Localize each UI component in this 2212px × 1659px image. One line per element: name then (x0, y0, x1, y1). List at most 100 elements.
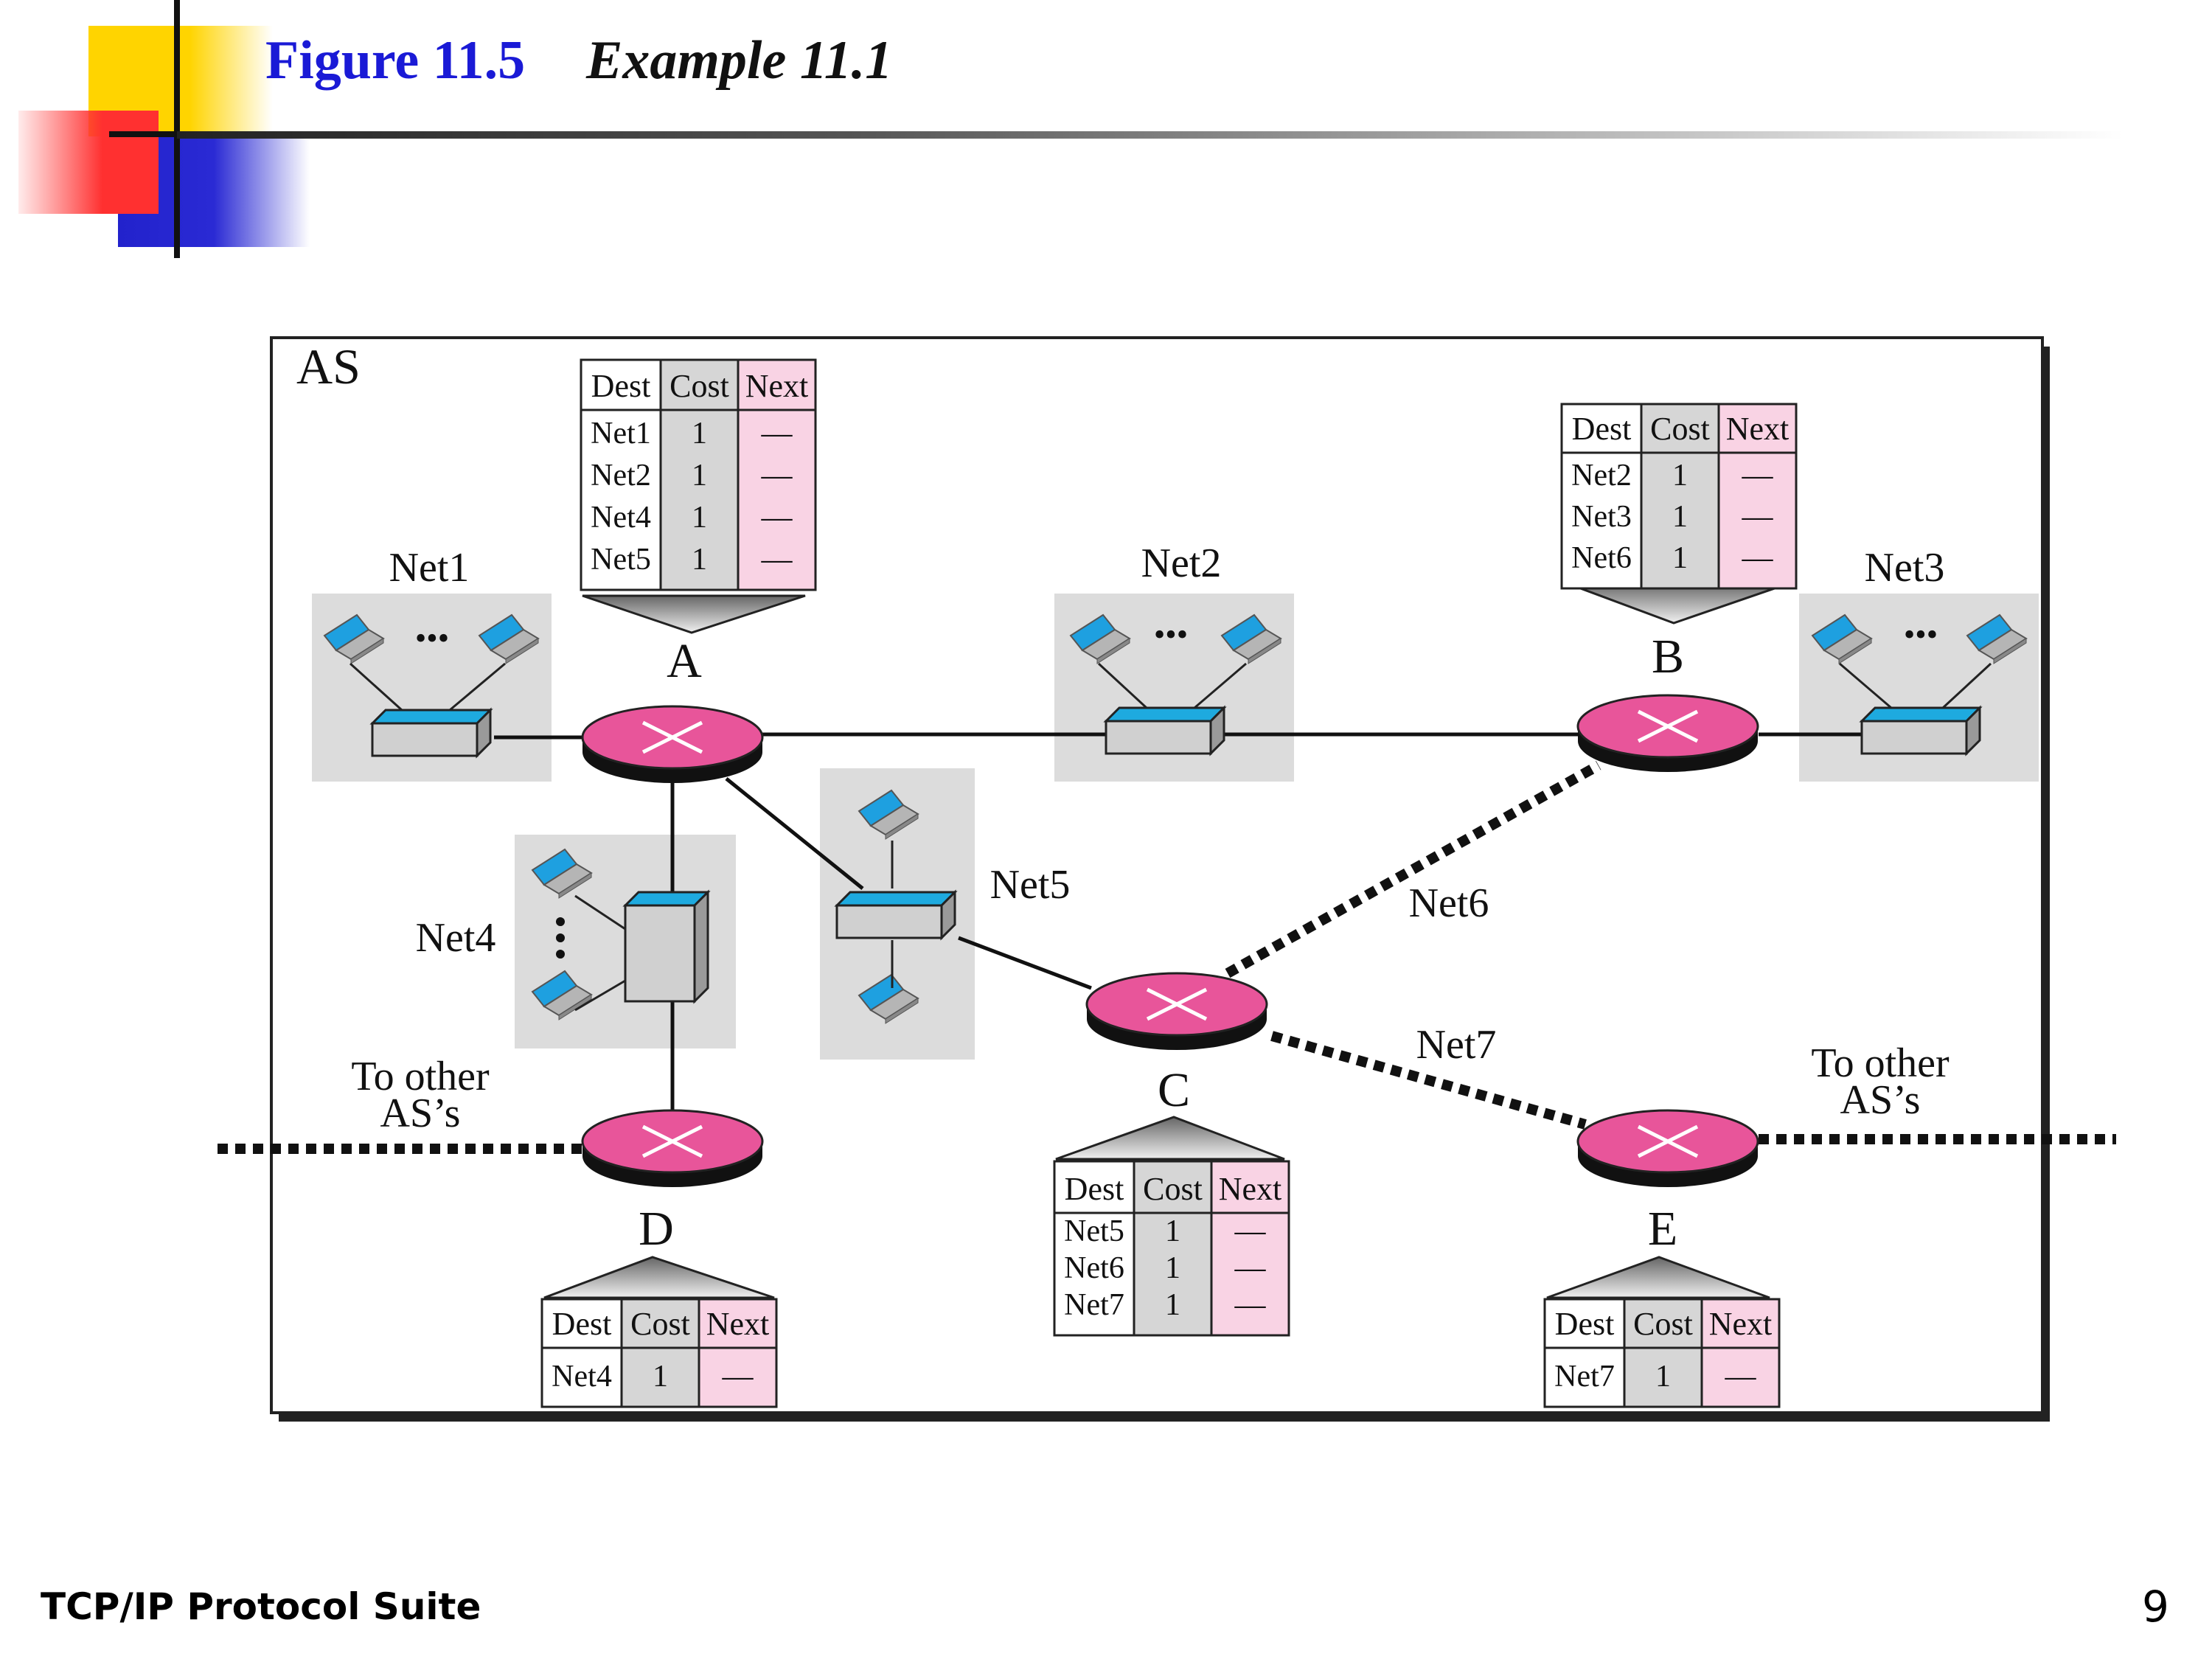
table-a-cell-cost: 1 (692, 417, 707, 451)
net3-switch (1860, 706, 1981, 755)
net5-label: Net5 (990, 862, 1071, 908)
page-number: 9 (2142, 1582, 2169, 1632)
table-a-cell-dest: Net4 (591, 501, 651, 535)
table-c-cell-next: — (1234, 1288, 1267, 1322)
net6-link (1225, 760, 1601, 978)
net1-label: Net1 (389, 545, 470, 591)
table-b-cell-cost: 1 (1672, 500, 1688, 534)
table-c-cell-dest: Net7 (1064, 1288, 1124, 1322)
router-d (582, 1110, 762, 1187)
table-d-cell-cost: 1 (653, 1360, 668, 1394)
net5-switch (835, 891, 956, 939)
table-b-cell-next: — (1742, 541, 1774, 575)
net1-switch (371, 709, 492, 757)
link-net5-c (958, 936, 1092, 990)
table-b-header-next: Next (1726, 411, 1790, 447)
net7-link (1270, 1031, 1587, 1130)
external-label-right-line1: To other (1811, 1040, 1950, 1086)
table-b-cell-next: — (1742, 459, 1774, 493)
table-b-cell-dest: Net2 (1571, 459, 1632, 493)
net4-label: Net4 (416, 915, 496, 961)
routing-table-e: Dest Cost NextNet7 1 — (1543, 1298, 1781, 1408)
table-d-cell-dest: Net4 (552, 1360, 612, 1394)
net7-label: Net7 (1416, 1022, 1497, 1068)
table-a-cell-cost: 1 (692, 501, 707, 535)
net4-switch (622, 889, 711, 1004)
figure-label: Figure 11.5 (265, 30, 526, 91)
external-label-left-line1: To other (351, 1054, 490, 1099)
table-a-pointer (582, 594, 806, 634)
net1-ellipsis: ••• (415, 620, 449, 656)
table-e-header-next: Next (1709, 1306, 1773, 1342)
router-a-label: A (667, 634, 702, 688)
table-a-cell-next: — (761, 417, 793, 451)
external-label-left-line2: AS’s (380, 1091, 461, 1136)
table-c-cell-cost: 1 (1165, 1251, 1180, 1285)
routing-table-c: Dest Cost NextNet5 1 — Net6 1 — Net7 1 — (1053, 1160, 1290, 1337)
routing-table-b: Dest Cost NextNet2 1 — Net3 1 — Net6 1 — (1560, 403, 1798, 590)
table-b-cell-next: — (1742, 500, 1774, 534)
table-d-cell-next: — (722, 1360, 754, 1394)
router-b (1578, 695, 1758, 772)
footer-title: TCP/IP Protocol Suite (41, 1585, 481, 1628)
routing-table-a: Dest Cost NextNet1 1 — Net2 1 — Net4 1 — Net5 1 — (580, 358, 817, 591)
net3-label: Net3 (1865, 545, 1945, 591)
table-a-header-dest: Dest (591, 368, 651, 404)
table-a-cell-next: — (761, 501, 793, 535)
table-a-header-next: Next (745, 368, 809, 404)
router-a (582, 706, 762, 783)
table-c-header-dest: Dest (1065, 1171, 1124, 1207)
router-d-label: D (639, 1202, 674, 1256)
table-e-cell-dest: Net7 (1554, 1360, 1615, 1394)
table-e-header-dest: Dest (1555, 1306, 1615, 1342)
table-d-header-cost: Cost (630, 1306, 690, 1342)
table-a-cell-dest: Net2 (591, 459, 651, 493)
net6-label: Net6 (1409, 880, 1489, 926)
table-b-cell-dest: Net3 (1571, 500, 1632, 534)
router-e (1578, 1110, 1758, 1187)
table-e-pointer (1546, 1256, 1770, 1299)
table-b-header-cost: Cost (1650, 411, 1710, 447)
table-c-cell-cost: 1 (1165, 1288, 1180, 1322)
table-a-cell-cost: 1 (692, 459, 707, 493)
router-b-label: B (1652, 630, 1684, 684)
table-c-cell-cost: 1 (1165, 1214, 1180, 1248)
table-d-header-dest: Dest (552, 1306, 612, 1342)
table-b-cell-cost: 1 (1672, 541, 1688, 575)
net3-ellipsis: ••• (1904, 616, 1938, 653)
table-c-cell-dest: Net6 (1064, 1251, 1124, 1285)
example-label: Example 11.1 (586, 30, 893, 91)
table-b-header-dest: Dest (1572, 411, 1632, 447)
table-a-cell-dest: Net5 (591, 543, 651, 577)
table-a-cell-next: — (761, 459, 793, 493)
table-b-cell-cost: 1 (1672, 459, 1688, 493)
table-c-cell-dest: Net5 (1064, 1214, 1124, 1248)
table-a-header-cost: Cost (669, 368, 729, 404)
table-c-pointer (1055, 1116, 1285, 1161)
title-rule (177, 131, 2124, 139)
router-c-label: C (1158, 1063, 1190, 1117)
table-a-cell-dest: Net1 (591, 417, 651, 451)
routing-table-d: Dest Cost NextNet4 1 — (540, 1298, 778, 1408)
router-c (1087, 973, 1267, 1050)
as-label: AS (296, 338, 361, 394)
table-a-cell-next: — (761, 543, 793, 577)
router-e-label: E (1648, 1202, 1677, 1256)
table-c-header-next: Next (1219, 1171, 1282, 1207)
link-a-net5 (725, 777, 864, 890)
table-e-cell-next: — (1725, 1360, 1757, 1394)
table-e-header-cost: Cost (1633, 1306, 1693, 1342)
net2-label: Net2 (1141, 540, 1222, 586)
net2-switch (1105, 706, 1225, 755)
table-b-cell-dest: Net6 (1571, 541, 1632, 575)
corner-decoration (18, 0, 310, 258)
table-c-cell-next: — (1234, 1251, 1267, 1285)
table-c-header-cost: Cost (1143, 1171, 1203, 1207)
table-c-cell-next: — (1234, 1214, 1267, 1248)
table-e-cell-cost: 1 (1655, 1360, 1671, 1394)
external-label-right-line2: AS’s (1840, 1077, 1921, 1123)
table-d-header-next: Next (706, 1306, 770, 1342)
table-a-cell-cost: 1 (692, 543, 707, 577)
